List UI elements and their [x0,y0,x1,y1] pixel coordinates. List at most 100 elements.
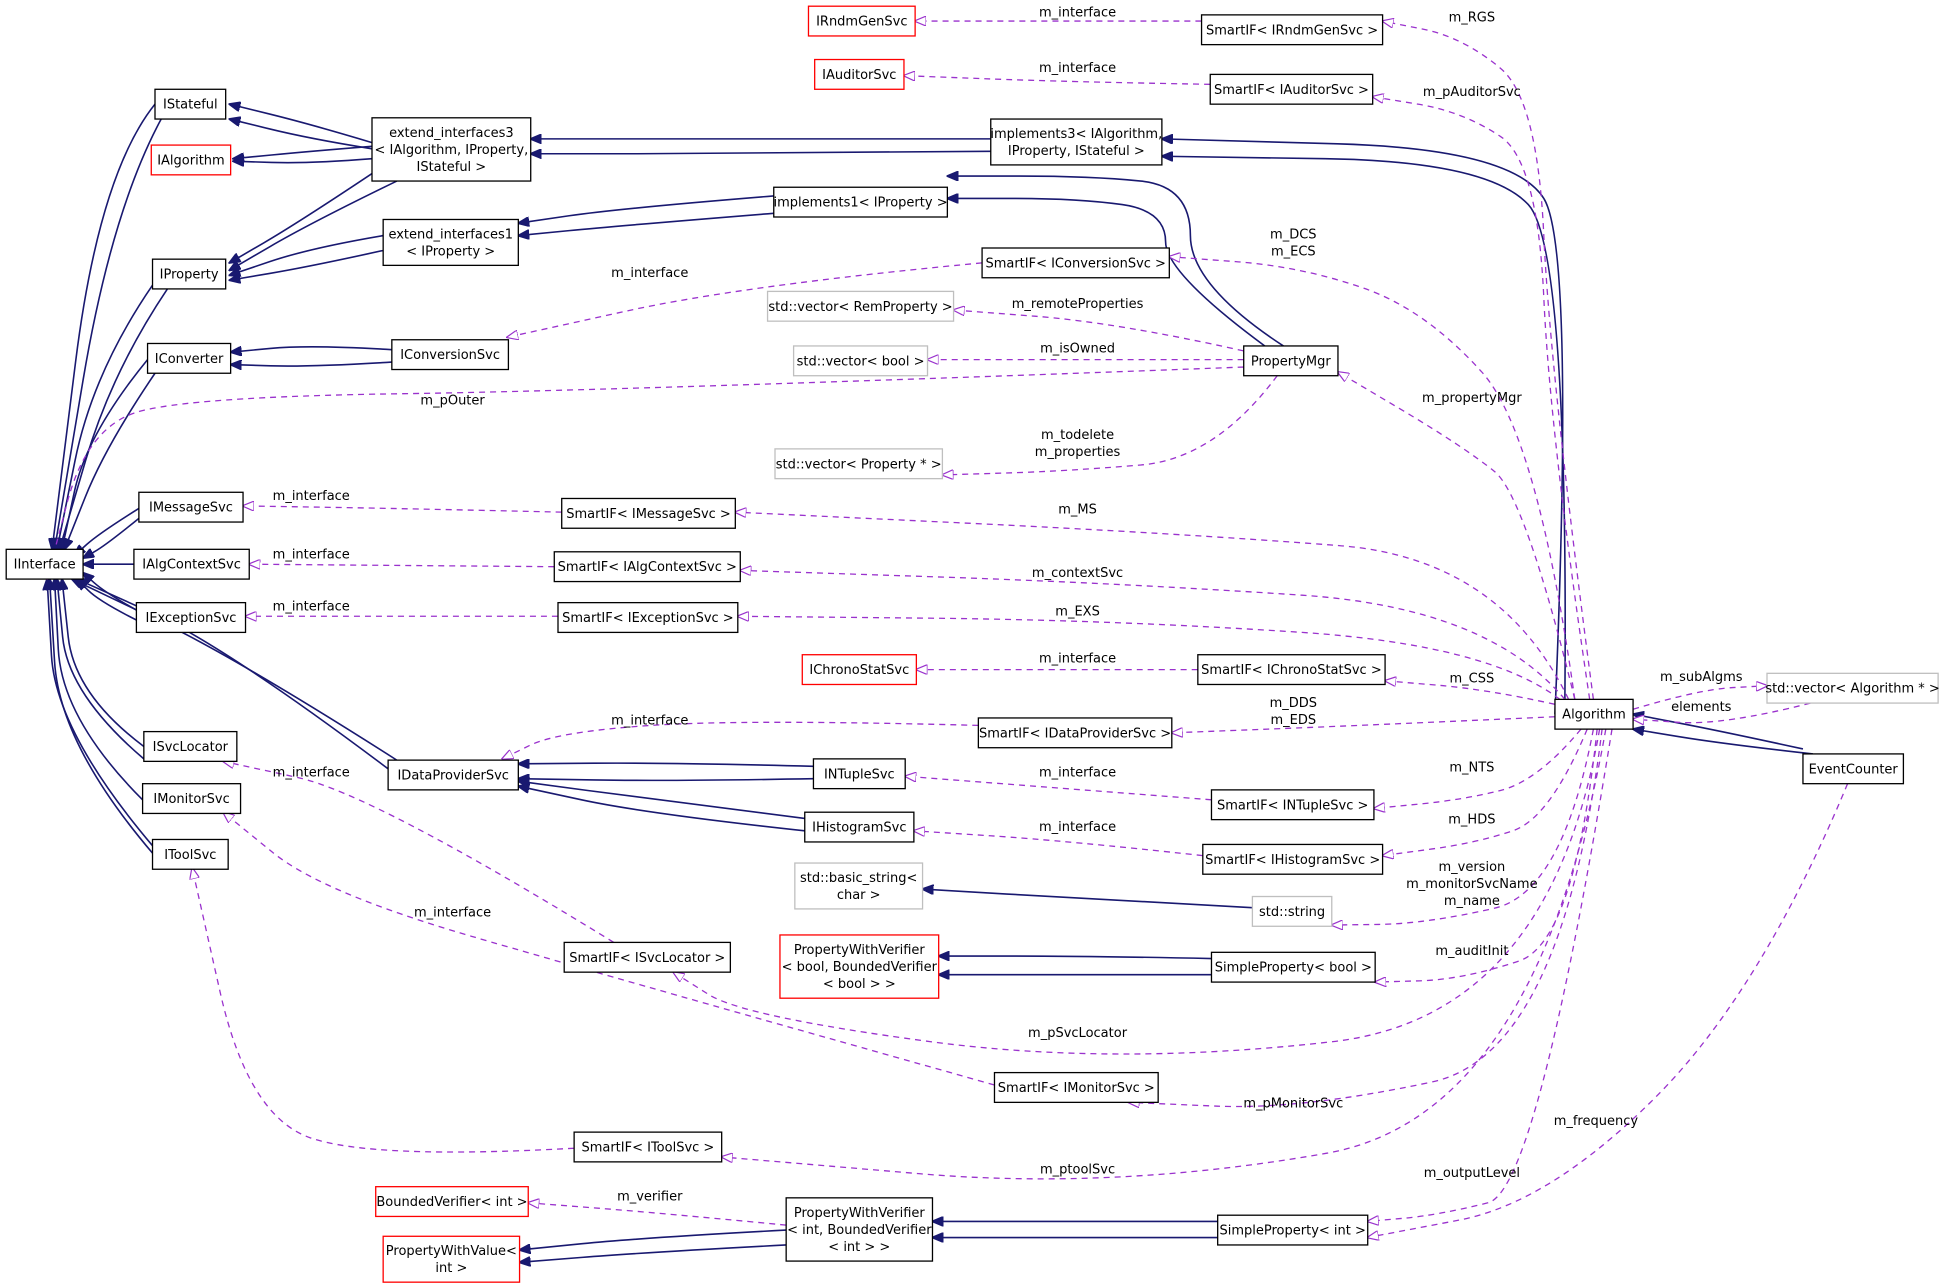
class-node-sif-exc[interactable]: SmartIF< IExceptionSvc > [557,601,739,634]
class-node-ihistogram-svc[interactable]: IHistogramSvc [804,811,915,843]
edge-label-line: m_interface [273,547,350,562]
class-node-imessage-svc[interactable]: IMessageSvc [138,491,244,523]
inheritance-edge-algorithm-to-impl3 [1162,139,1564,715]
class-node-algorithm[interactable]: Algorithm [1554,698,1634,730]
class-node-box [993,1071,1159,1104]
class-node-itool-svc[interactable]: IToolSvc [151,838,229,870]
class-node-ialg-context-svc[interactable]: IAlgContextSvc [133,548,250,580]
class-node-impl3[interactable]: implements3< IAlgorithm,IProperty, IStat… [990,118,1163,166]
class-node-box [1243,345,1339,377]
class-node-irndm-gen-svc[interactable]: IRndmGenSvc [807,5,916,37]
class-node-label-line: SmartIF< IConversionSvc > [985,256,1166,271]
usage-edge-algorithm-to-sif-alg-ctx [740,570,1566,700]
class-node-iauditor-svc[interactable]: IAuditorSvc [814,58,905,90]
class-node-label-line: SmartIF< IAuditorSvc > [1214,83,1369,98]
usage-edge-sif-mon-to-imonitor-svc [223,812,995,1086]
class-node-sp-bool[interactable]: SimpleProperty< bool > [1210,951,1376,983]
class-node-iinterface[interactable]: IInterface [5,548,84,580]
class-node-vec-rem[interactable]: std::vector< RemProperty > [766,290,955,322]
class-node-label: SmartIF< IAuditorSvc > [1214,83,1369,98]
class-node-sif-ntuple[interactable]: SmartIF< INTupleSvc > [1210,789,1375,821]
edge-label: m_RGS [1449,10,1496,25]
class-node-box [804,811,915,843]
class-node-pwv-int[interactable]: PropertyWithVerifier< int, BoundedVerifi… [785,1197,934,1262]
class-node-label-line: ISvcLocator [153,740,229,755]
class-node-box [371,117,532,182]
usage-edge-property-mgr-to-vec-prop [942,375,1278,475]
class-node-pwval[interactable]: PropertyWithValue<int > [382,1235,521,1283]
class-node-sif-conv[interactable]: SmartIF< IConversionSvc > [981,247,1170,279]
class-node-vec-alg[interactable]: std::vector< Algorithm * > [1765,672,1940,704]
class-node-sif-tool[interactable]: SmartIF< IToolSvc > [573,1131,723,1163]
class-node-sif-alg-ctx[interactable]: SmartIF< IAlgContextSvc > [553,551,741,583]
class-node-label-line: < IProperty > [406,244,495,259]
class-node-imonitor-svc[interactable]: IMonitorSvc [141,783,242,815]
class-node-std-string[interactable]: std::string [1251,895,1333,927]
class-node-label: PropertyWithVerifier< int, BoundedVerifi… [787,1206,932,1255]
class-node-sif-hist[interactable]: SmartIF< IHistogramSvc > [1202,843,1384,875]
inheritance-edge-iconverter-to-iinterface [64,372,156,549]
class-node-bv-int[interactable]: BoundedVerifier< int > [375,1186,529,1218]
class-node-box [990,118,1163,166]
class-node-label: IInterface [14,558,76,573]
inheritance-edge-ext3-to-iproperty [229,172,373,263]
class-node-sif-data-prov[interactable]: SmartIF< IDataProviderSvc > [977,717,1173,749]
class-node-sif-msg[interactable]: SmartIF< IMessageSvc > [561,497,736,529]
inheritance-edge-ext3-to-istateful [229,119,373,150]
class-node-sif-chrono[interactable]: SmartIF< IChronoStatSvc > [1197,654,1386,686]
class-node-basic-string[interactable]: std::basic_string<char > [794,862,924,910]
class-node-ext3[interactable]: extend_interfaces3< IAlgorithm, IPropert… [371,117,532,182]
edge-label-line: m_todelete [1041,428,1114,443]
class-node-pwv-bool[interactable]: PropertyWithVerifier< bool, BoundedVerif… [779,934,940,999]
class-node-label-line: IToolSvc [164,848,216,863]
class-node-sp-int[interactable]: SimpleProperty< int > [1217,1214,1369,1246]
inheritance-edge-impl1-to-ext1 [518,212,774,235]
class-node-label-line: implements1< IProperty > [774,196,948,211]
usage-edge-algorithm-to-sif-msg [735,512,1570,700]
edge-label-line: m_DCS [1270,227,1317,242]
class-node-ichrono-stat-svc[interactable]: IChronoStatSvc [801,654,918,686]
edge-label-line: m_MS [1058,503,1097,518]
class-node-sif-auditor[interactable]: SmartIF< IAuditorSvc > [1209,73,1374,105]
edge-label: m_remoteProperties [1012,297,1144,312]
class-node-box [766,290,955,322]
inheritance-edge-ext3-to-istateful [229,104,373,144]
class-node-box [1802,753,1905,785]
class-node-vec-bool[interactable]: std::vector< bool > [792,345,929,377]
class-node-label-line: SmartIF< IHistogramSvc > [1205,853,1380,868]
class-node-iproperty[interactable]: IProperty [151,258,227,290]
class-node-label: SimpleProperty< bool > [1215,961,1372,976]
class-node-iexception-svc[interactable]: IExceptionSvc [135,601,247,634]
class-node-sif-svc-loc[interactable]: SmartIF< ISvcLocator > [563,941,732,973]
edge-label: m_interface [611,266,688,281]
usage-edge-sif-hist-to-ihistogram-svc [914,831,1203,857]
class-node-sif-mon[interactable]: SmartIF< IMonitorSvc > [993,1071,1159,1104]
class-node-label-line: IStateful [163,98,218,113]
usage-edge-algorithm-to-sp-bool [1375,729,1598,982]
usage-edge-sif-alg-ctx-to-ialg-context-svc [249,564,555,566]
class-node-iconverter[interactable]: IConverter [146,342,232,374]
class-node-ext1[interactable]: extend_interfaces1< IProperty > [382,218,519,267]
class-node-intuple-svc[interactable]: INTupleSvc [812,758,906,790]
class-node-box [382,218,519,267]
edge-label-line: m_remoteProperties [1012,297,1144,312]
class-node-iconversion-svc[interactable]: IConversionSvc [391,339,510,371]
class-node-label: std::basic_string<char > [800,871,917,903]
class-node-impl1[interactable]: implements1< IProperty > [773,186,949,218]
edge-label-line: elements [1671,700,1732,715]
class-node-label: SmartIF< IToolSvc > [581,1141,714,1156]
inheritance-edge-iproperty-to-iinterface [57,284,154,549]
class-node-box [138,491,244,523]
class-node-label-line: BoundedVerifier< int > [376,1195,527,1210]
class-node-vec-prop[interactable]: std::vector< Property * > [774,448,944,480]
class-node-isvc-locator[interactable]: ISvcLocator [143,730,238,763]
class-node-property-mgr[interactable]: PropertyMgr [1243,345,1339,377]
class-node-sif-rndm-gen[interactable]: SmartIF< IRndmGenSvc > [1200,14,1384,46]
class-node-event-counter[interactable]: EventCounter [1802,753,1905,785]
class-node-ialgorithm[interactable]: IAlgorithm [150,144,232,176]
class-node-label: IAlgContextSvc [142,558,241,573]
class-node-istateful[interactable]: IStateful [154,88,227,120]
class-node-box [1210,789,1375,821]
class-node-idata-provider-svc[interactable]: IDataProviderSvc [387,759,519,791]
